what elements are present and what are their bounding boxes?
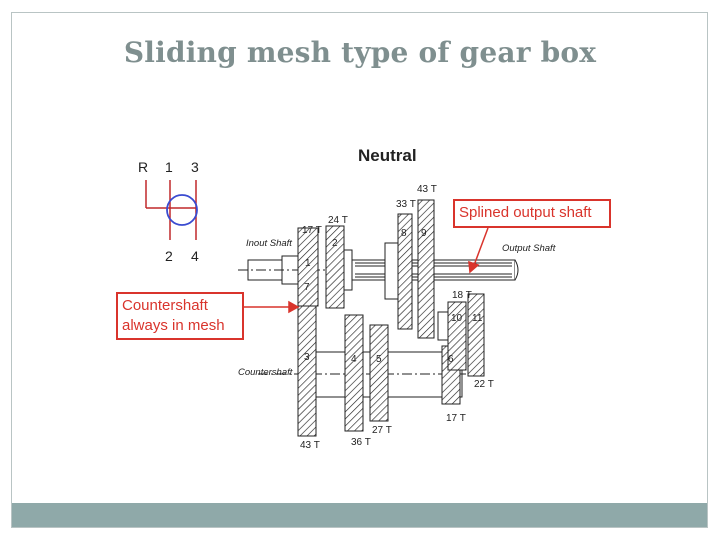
teeth-label-18t: 18 T [452, 290, 472, 301]
teeth-label-22t: 22 T [474, 379, 494, 390]
gear-3 [297, 305, 317, 437]
teeth-label-17t-top: 17 T [302, 225, 322, 236]
gear-number-10: 10 [451, 313, 463, 324]
gears [297, 199, 485, 437]
shift-label-4: 4 [191, 248, 199, 264]
teeth-label-17t-bottom: 17 T [446, 413, 466, 424]
gear-number-3: 3 [304, 352, 310, 363]
gear-2-hub [343, 249, 353, 291]
gear-4 [344, 314, 364, 432]
teeth-label-43t-bottom: 43 T [300, 440, 320, 451]
shift-label-3: 3 [191, 159, 199, 175]
gear-5 [369, 324, 389, 422]
gear-number-4: 4 [351, 354, 357, 365]
callout-splined-text: Splined output shaft [459, 204, 592, 221]
shift-pattern [145, 180, 197, 240]
teeth-label-27t: 27 T [372, 425, 392, 436]
gear-number-1: 1 [305, 258, 311, 269]
callout-countershaft-mesh: Countershaft always in mesh [116, 292, 244, 340]
shift-label-2: 2 [165, 248, 173, 264]
teeth-label-24t: 24 T [328, 215, 348, 226]
teeth-label-36t: 36 T [351, 437, 371, 448]
gear-number-5: 5 [376, 354, 382, 365]
slide-title: Sliding mesh type of gear box [123, 36, 597, 69]
callout-countershaft-line-1: Countershaft [122, 297, 208, 314]
gear-8-hub [384, 242, 399, 300]
gear-number-8: 8 [401, 228, 407, 239]
gear-number-9: 9 [421, 228, 427, 239]
gear-number-7: 7 [304, 282, 310, 293]
gear-number-11: 11 [472, 313, 483, 324]
callout-splined-output-shaft: Splined output shaft [453, 199, 611, 228]
shift-label-1: 1 [165, 159, 173, 175]
callout-countershaft-line-2: always in mesh [122, 317, 225, 334]
gear-number-2: 2 [332, 238, 338, 249]
gear-number-6: 6 [448, 354, 454, 365]
teeth-label-33t: 33 T [396, 199, 416, 210]
footer-bar [12, 503, 707, 527]
shift-label-r: R [138, 159, 149, 175]
callout-pointers [244, 227, 489, 314]
shift-selector-circle [166, 194, 198, 226]
gear-9 [417, 199, 435, 339]
output-shaft-label: Output Shaft [502, 243, 556, 254]
countershaft-label: Countershaft [238, 367, 293, 378]
gear-11 [467, 293, 485, 377]
gear-10-hub [437, 311, 449, 341]
teeth-label-43t-top: 43 T [417, 184, 437, 195]
input-shaft-label: Inout Shaft [246, 238, 292, 249]
diagram-heading: Neutral [358, 146, 417, 165]
